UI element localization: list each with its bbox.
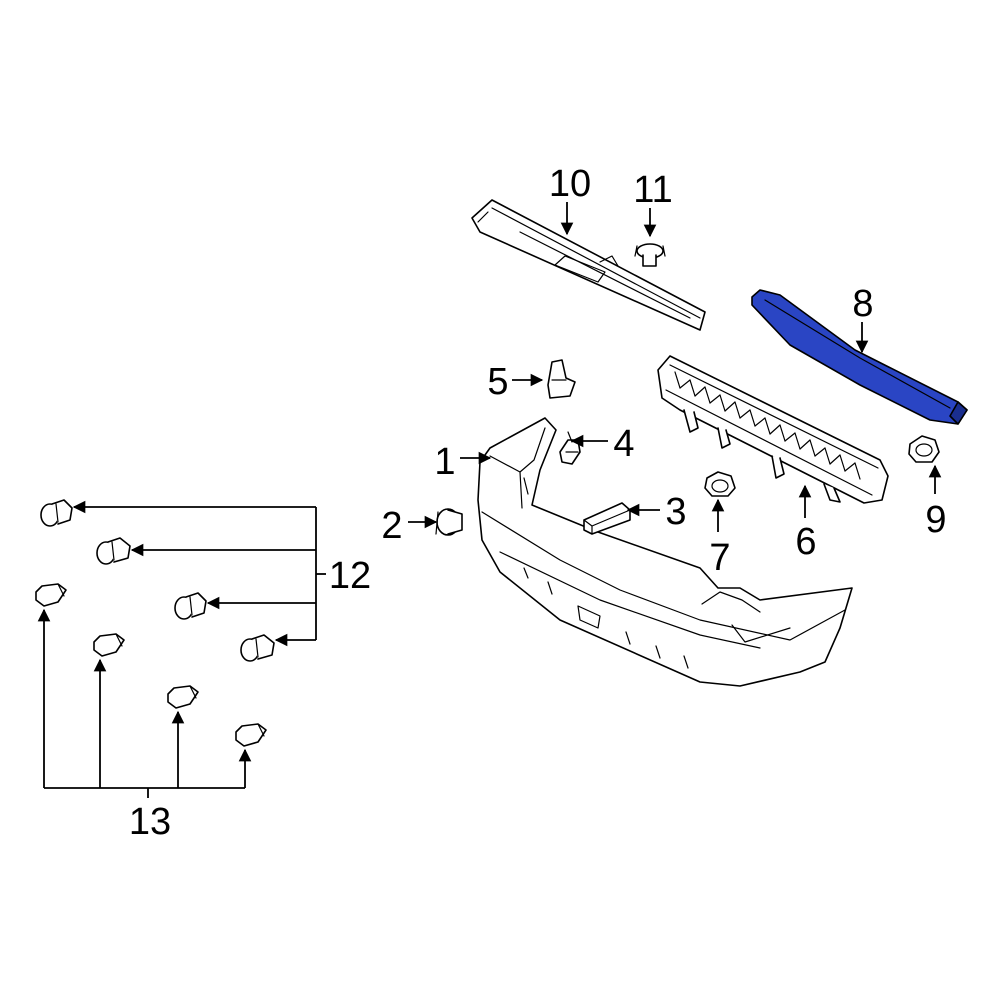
callout-6: 6 xyxy=(795,521,816,563)
part-5-bracket[interactable] xyxy=(547,359,576,399)
callout-1: 1 xyxy=(434,441,455,483)
part-7-nut[interactable] xyxy=(704,471,736,497)
part-13-retainers[interactable] xyxy=(35,583,267,747)
part-6-energy-absorber[interactable] xyxy=(657,355,889,504)
pin-12c xyxy=(174,592,207,620)
retainer-13a xyxy=(35,583,67,607)
callout-3: 3 xyxy=(665,491,686,533)
callout-9: 9 xyxy=(925,499,946,541)
bumper-lower-slots xyxy=(523,567,689,669)
retainer-13d xyxy=(235,723,267,747)
callout-5: 5 xyxy=(487,361,508,403)
part-1-bumper-cover[interactable] xyxy=(477,417,853,687)
pin-12d xyxy=(240,634,275,662)
pin-12b xyxy=(96,537,131,565)
callout-10: 10 xyxy=(549,163,591,205)
callout-12: 12 xyxy=(329,555,371,597)
part-10-step-pad[interactable] xyxy=(471,199,706,331)
part-12-push-pins[interactable] xyxy=(40,499,275,662)
pin-12a xyxy=(40,499,73,527)
callout-4: 4 xyxy=(613,423,634,465)
callout-7: 7 xyxy=(709,537,730,579)
callout-11: 11 xyxy=(633,169,672,211)
part-8-impact-bar[interactable] xyxy=(751,289,968,425)
part-8-end-face xyxy=(949,401,968,425)
callout-8: 8 xyxy=(852,283,873,325)
callout-2: 2 xyxy=(381,505,402,547)
part-9-nut[interactable] xyxy=(908,435,940,463)
retainer-13c xyxy=(167,685,199,709)
part-11-clip[interactable] xyxy=(634,243,666,267)
callout-13: 13 xyxy=(129,801,171,843)
absorber-cells xyxy=(674,371,861,480)
retainer-13b xyxy=(93,633,125,657)
part-4-bracket[interactable] xyxy=(559,431,581,465)
part-3-spacer[interactable] xyxy=(583,502,631,535)
part-2-grommet[interactable] xyxy=(435,508,463,536)
leader-lines xyxy=(37,202,942,798)
callout-labels: 10 11 8 5 4 1 3 2 7 6 9 12 13 xyxy=(129,163,947,843)
